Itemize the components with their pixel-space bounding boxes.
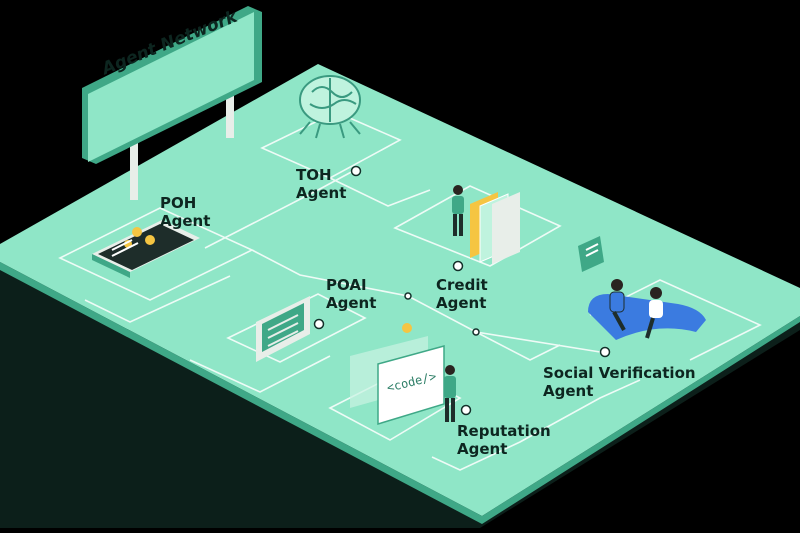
label-toh-line1: TOH (296, 166, 332, 184)
label-poai-line1: POAI (326, 276, 367, 294)
label-credit-line1: Credit (436, 276, 488, 294)
label-credit-agent[interactable]: Credit Agent (436, 276, 488, 312)
chat-bubble-icon (578, 236, 604, 272)
network-nodes (157, 165, 611, 416)
brain-chip-icon (299, 75, 361, 139)
node-reputation[interactable] (460, 404, 472, 416)
label-credit-line2: Agent (436, 294, 487, 312)
floor (0, 64, 800, 516)
agent-network-sign (82, 6, 262, 200)
label-poai-agent[interactable]: POAI Agent (326, 276, 376, 312)
label-toh-agent[interactable]: TOH Agent (296, 166, 346, 202)
label-toh-line2: Agent (296, 184, 347, 202)
phone-coins-icon (92, 220, 200, 278)
label-poh-agent[interactable]: POH Agent (160, 194, 210, 230)
label-poh-line2: Agent (160, 212, 211, 230)
label-reputation-line2: Agent (457, 440, 508, 458)
developer-figure (444, 365, 456, 422)
mobile-cards-icon (452, 185, 520, 264)
people-sofa-icon (588, 279, 706, 340)
label-poai-line2: Agent (326, 294, 377, 312)
label-social-line2: Agent (543, 382, 594, 400)
network-lines (58, 111, 762, 471)
label-poh-line1: POH (160, 194, 197, 212)
node-junction-b (472, 328, 480, 336)
label-social-agent[interactable]: Social Verification Agent (543, 364, 696, 400)
node-poai[interactable] (313, 318, 325, 330)
node-junction-a (404, 292, 412, 300)
form-panel-icon (256, 296, 310, 362)
label-reputation-line1: Reputation (457, 422, 551, 440)
label-social-line1: Social Verification (543, 364, 696, 382)
label-reputation-agent[interactable]: Reputation Agent (457, 422, 551, 458)
node-credit[interactable] (452, 260, 464, 272)
code-screen-icon[interactable]: <code/> (350, 323, 445, 426)
node-social[interactable] (599, 346, 611, 358)
node-toh[interactable] (350, 165, 362, 177)
